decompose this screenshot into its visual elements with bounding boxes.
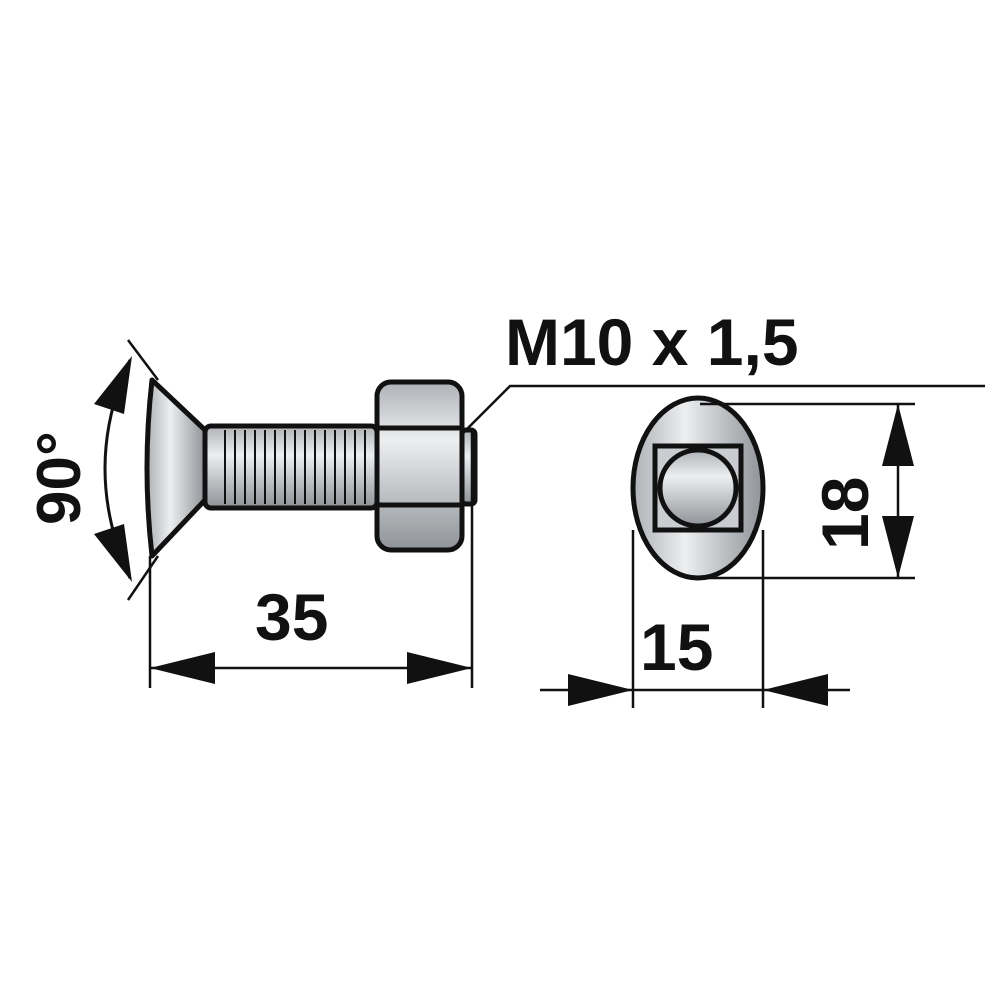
nut xyxy=(374,379,465,553)
bolt-side-view xyxy=(144,377,478,559)
bolt-shank xyxy=(202,423,380,511)
head-height-label: 18 xyxy=(808,477,882,550)
arrowheads xyxy=(94,356,914,706)
bolt-head-end-view xyxy=(630,395,766,581)
bolt-head xyxy=(144,377,208,559)
angle-label: 90° xyxy=(25,431,94,525)
thread-lines xyxy=(224,430,366,504)
length-label: 35 xyxy=(255,580,328,654)
thread-spec-label: M10 x 1,5 xyxy=(505,305,799,379)
head-width-label: 15 xyxy=(640,610,713,684)
